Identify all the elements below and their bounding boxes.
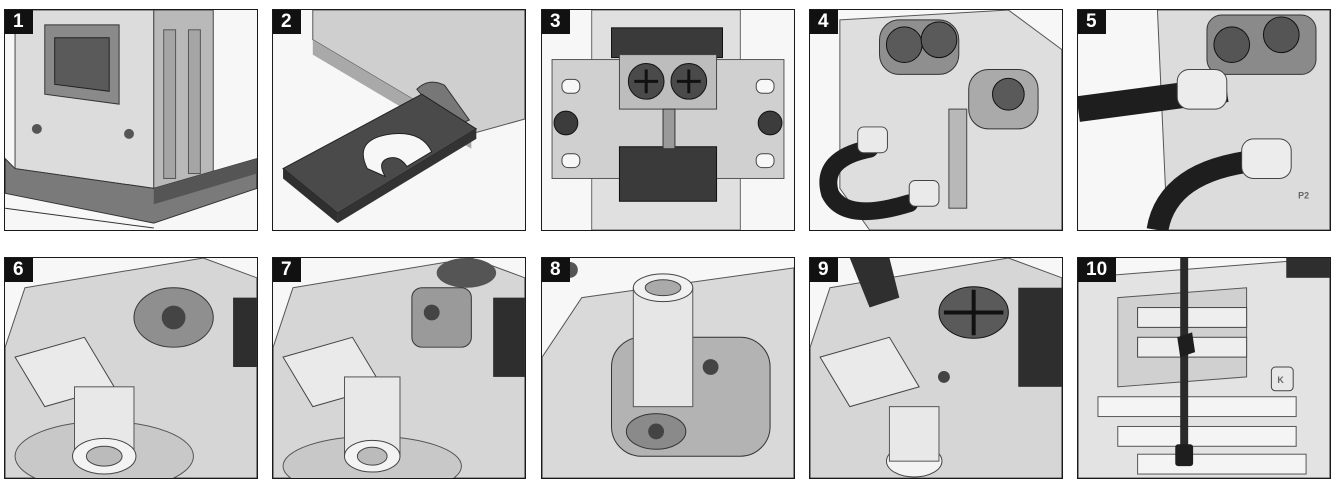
- step-4-illustration-cable-loop-terminal: [810, 10, 1062, 230]
- step-6-illustration-sleeve-terminal: [5, 258, 257, 478]
- embossed-terminal-marking: K: [1277, 375, 1284, 385]
- step-number-badge: 7: [273, 258, 301, 282]
- step-2-panel: 2: [272, 9, 526, 231]
- step-9-panel: 9: [809, 257, 1063, 479]
- step-number-badge: 9: [810, 258, 838, 282]
- step-5-panel: 5 P2: [1077, 9, 1331, 231]
- step-2-illustration-fork-plate: [273, 10, 525, 230]
- embossed-terminal-marking: P2: [1298, 190, 1309, 200]
- step-1-panel: 1: [4, 9, 258, 231]
- step-8-panel: 8: [541, 257, 795, 479]
- step-number-badge: 10: [1078, 258, 1117, 282]
- step-5-illustration-cable-routing: P2: [1078, 10, 1330, 230]
- step-3-panel: 3: [541, 9, 795, 231]
- step-number-badge: 5: [1078, 10, 1106, 34]
- step-8-illustration-sleeve-closeup: [542, 258, 794, 478]
- step-9-illustration-screw-fitted: [810, 258, 1062, 478]
- step-number-badge: 2: [273, 10, 301, 34]
- step-7-panel: 7: [272, 257, 526, 479]
- step-number-badge: 1: [5, 10, 33, 34]
- step-10-panel: 10 K: [1077, 257, 1331, 479]
- step-number-badge: 8: [542, 258, 570, 282]
- step-4-panel: 4: [809, 9, 1063, 231]
- step-number-badge: 4: [810, 10, 838, 34]
- step-6-panel: 6: [4, 257, 258, 479]
- step-number-badge: 6: [5, 258, 33, 282]
- step-3-illustration-terminal-block-front: [542, 10, 794, 230]
- step-7-illustration-sleeve-seated: [273, 258, 525, 478]
- step-10-illustration-screwdriver-tightening: K: [1078, 258, 1330, 478]
- step-number-badge: 3: [542, 10, 570, 34]
- step-1-illustration-current-transformer-housing: [5, 10, 257, 230]
